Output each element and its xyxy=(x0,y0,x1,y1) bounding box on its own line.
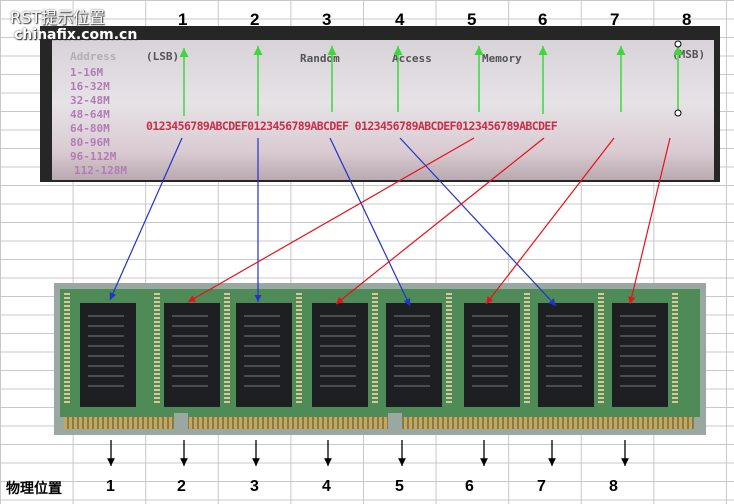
monitor-screen-photo: Address (LSB) Random Access Memory (MSB)… xyxy=(40,26,720,182)
header-number: 2 xyxy=(250,10,260,29)
header-number: 4 xyxy=(395,10,405,29)
blue-arrow xyxy=(109,137,183,301)
red-arrow xyxy=(628,137,671,305)
msb-marker xyxy=(674,109,682,117)
green-marker-arrows xyxy=(179,46,683,116)
header-number: 3 xyxy=(322,10,332,29)
word-memory: Memory xyxy=(482,52,522,65)
red-mapping-arrows xyxy=(187,137,671,305)
address-row: 64-80M xyxy=(70,122,110,135)
ram-module-photo xyxy=(54,283,706,435)
watermark-title: RST提示位置 xyxy=(10,8,106,27)
key-notch xyxy=(174,413,188,431)
hex-test-pattern: 0123456789ABCDEF0123456789ABCDEF 0123456… xyxy=(146,119,558,133)
gold-contacts xyxy=(64,417,694,429)
header-number: 5 xyxy=(467,10,477,29)
key-notch xyxy=(388,413,402,431)
word-random: Random xyxy=(300,52,340,65)
memory-chip-1 xyxy=(80,303,136,407)
memory-chip-4 xyxy=(312,303,368,407)
physical-position-label: 物理位置 xyxy=(6,481,62,497)
position-number: 4 xyxy=(322,478,331,495)
position-number: 2 xyxy=(177,478,186,495)
memory-chip-6 xyxy=(464,303,520,407)
position-number: 8 xyxy=(609,478,618,495)
blue-arrow xyxy=(399,137,557,307)
address-header: Address xyxy=(70,50,117,63)
header-number: 1 xyxy=(178,10,188,29)
address-row: 80-96M xyxy=(70,136,110,149)
position-number: 7 xyxy=(537,478,546,495)
address-row: 16-32M xyxy=(70,80,110,93)
position-number: 1 xyxy=(106,478,115,495)
msb-marker xyxy=(674,40,682,48)
memory-chip-3 xyxy=(236,303,292,407)
memory-chip-8 xyxy=(612,303,668,407)
red-arrow xyxy=(187,137,475,303)
ram-pcb xyxy=(60,289,700,417)
address-row: 96-112M xyxy=(70,150,117,163)
position-number: 5 xyxy=(395,478,404,495)
word-access: Access xyxy=(392,52,432,65)
address-row: 112-128M xyxy=(74,164,127,177)
address-row: 32-48M xyxy=(70,94,110,107)
lsb-label: (LSB) xyxy=(146,50,180,63)
header-number: 8 xyxy=(682,10,692,29)
address-row: 1-16M xyxy=(70,66,104,79)
crt-display: Address (LSB) Random Access Memory (MSB)… xyxy=(52,40,714,180)
column-header-row: 1 2 3 4 5 6 7 8 xyxy=(0,0,734,38)
position-number: 3 xyxy=(250,478,259,495)
header-number: 7 xyxy=(610,10,620,29)
position-down-arrows xyxy=(107,440,629,466)
position-number: 6 xyxy=(465,478,474,495)
memory-chip-5 xyxy=(386,303,442,407)
memory-chip-7 xyxy=(538,303,594,407)
red-arrow xyxy=(485,137,615,305)
blue-arrow xyxy=(329,137,411,307)
header-number: 6 xyxy=(538,10,548,29)
memory-chip-2 xyxy=(164,303,220,407)
watermark-site: chinafix.com.cn xyxy=(14,27,138,43)
address-row: 48-64M xyxy=(70,108,110,121)
blue-mapping-arrows xyxy=(109,137,557,307)
red-arrow xyxy=(335,137,545,305)
